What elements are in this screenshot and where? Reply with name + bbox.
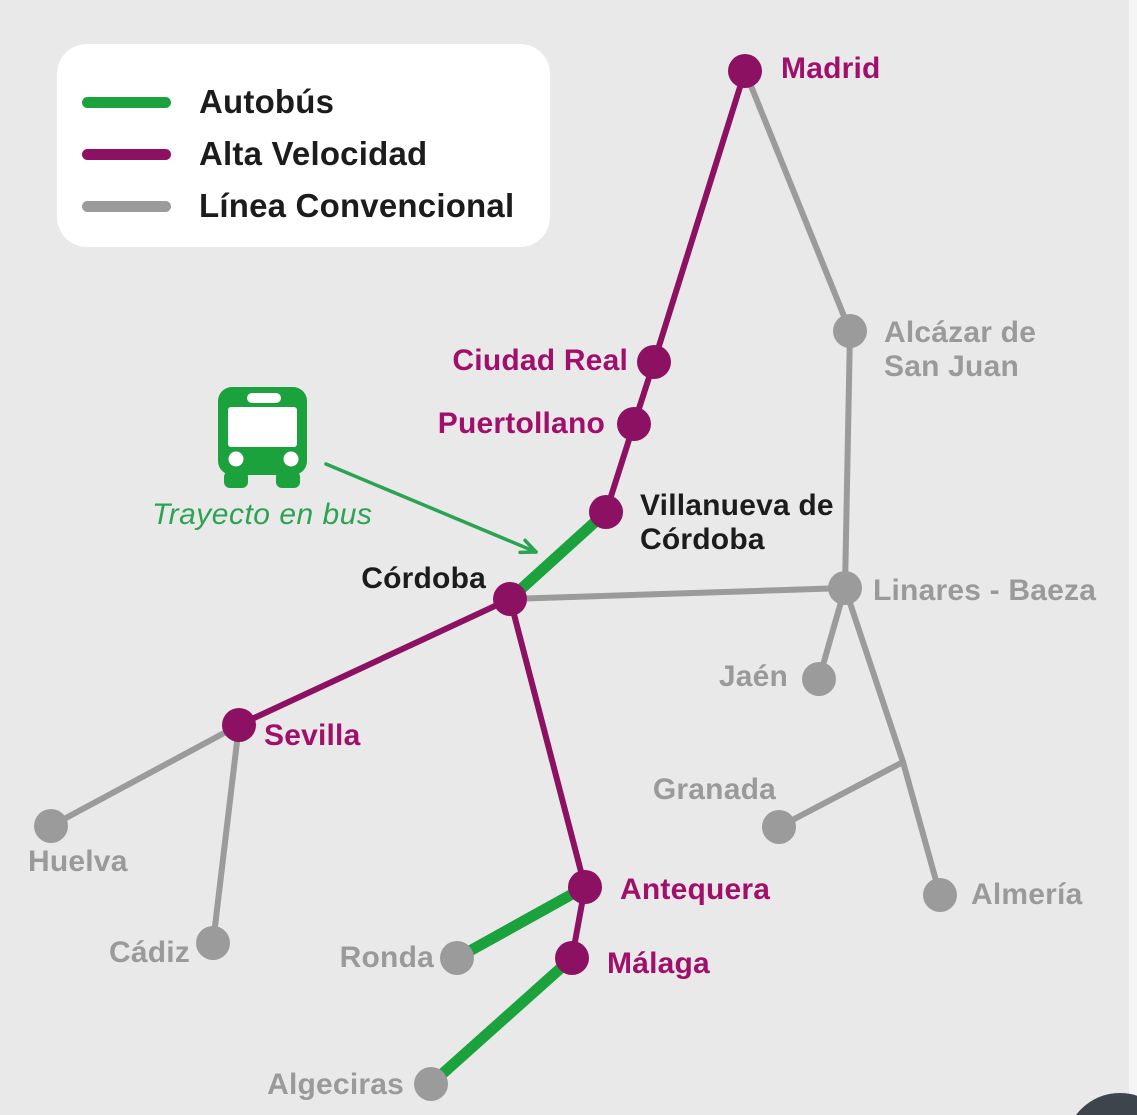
- legend-item-autobus: Autobús: [82, 76, 550, 128]
- edge-cordoba-sevilla: [236, 596, 513, 728]
- legend: Autobús Alta Velocidad Línea Convenciona…: [57, 44, 550, 247]
- station-dot-linares: [828, 571, 862, 605]
- bus-note-arrow-head-1: [523, 538, 538, 554]
- edge-linares-junction: [842, 585, 906, 765]
- station-dot-malaga: [555, 941, 589, 975]
- station-dot-cordoba: [493, 582, 527, 616]
- edge-villanueva-cordoba: [504, 506, 612, 605]
- bus-note-label: Trayecto en bus: [152, 498, 373, 531]
- bus-icon: [218, 387, 307, 488]
- station-dot-madrid: [728, 54, 762, 88]
- station-dot-jaen: [802, 662, 836, 696]
- station-dot-ronda: [440, 941, 474, 975]
- legend-label-alta-velocidad: Alta Velocidad: [199, 135, 428, 172]
- edge-antequera-ronda: [451, 881, 591, 964]
- edge-junction-granada: [776, 759, 906, 830]
- station-dot-sevilla: [222, 708, 256, 742]
- station-dot-puertollano: [617, 407, 651, 441]
- legend-swatch-autobus-icon: [82, 96, 171, 108]
- edge-cordoba-antequera: [507, 596, 588, 890]
- station-dot-granada: [762, 810, 796, 844]
- station-dot-algeciras: [414, 1067, 448, 1101]
- legend-label-linea-convencional: Línea Convencional: [199, 187, 515, 224]
- station-dot-almeria: [923, 878, 957, 912]
- legend-swatch-alta-velocidad-icon: [82, 148, 171, 160]
- station-dot-antequera: [568, 870, 602, 904]
- edge-junction-almeria: [900, 759, 943, 898]
- station-dot-cadiz: [196, 926, 230, 960]
- bus-note-arrow: [324, 462, 538, 554]
- edge-malaga-algeciras: [425, 952, 578, 1090]
- station-dot-huelva: [34, 809, 68, 843]
- edge-sevilla-cadiz: [210, 722, 242, 946]
- edge-cordoba-linares: [507, 585, 848, 602]
- edge-madrid-ciudad_real: [651, 68, 748, 365]
- edge-madrid-alcazar: [742, 68, 853, 334]
- legend-item-alta-velocidad: Alta Velocidad: [82, 128, 550, 180]
- edge-sevilla-huelva: [48, 722, 242, 829]
- edge-alcazar-linares: [842, 328, 853, 591]
- station-dot-villanueva: [589, 495, 623, 529]
- station-dot-alcazar: [833, 314, 867, 348]
- right-edge-strip: [1129, 0, 1137, 1115]
- legend-item-linea-convencional: Línea Convencional: [82, 180, 550, 232]
- legend-swatch-linea-convencional-icon: [82, 200, 171, 212]
- station-dot-ciudad_real: [637, 345, 671, 379]
- legend-label-autobus: Autobús: [199, 83, 335, 120]
